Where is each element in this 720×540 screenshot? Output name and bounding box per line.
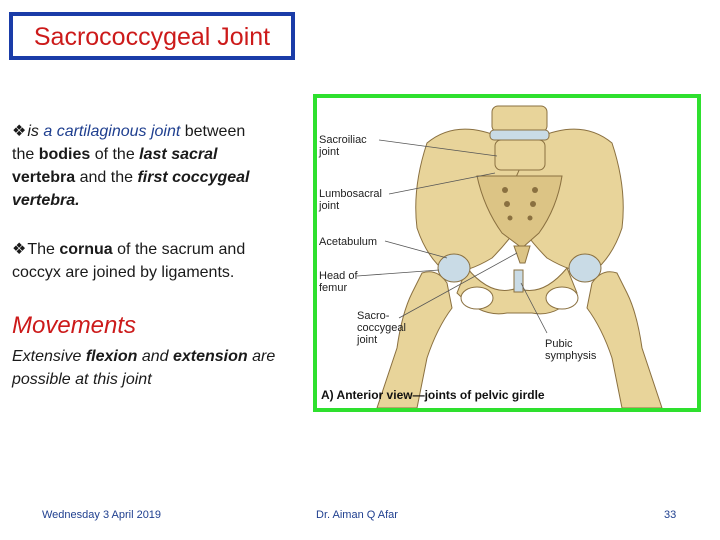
text-bold-italic: vertebra. bbox=[12, 192, 80, 209]
bullet-cornua: ❖The cornua of the sacrum and coccyx are… bbox=[12, 238, 310, 284]
movements-heading: Movements bbox=[12, 312, 137, 339]
text-span: is bbox=[27, 123, 44, 140]
label-lumbosacral-joint: Lumbosacral joint bbox=[319, 188, 382, 212]
text-span: possible at this joint bbox=[12, 371, 152, 388]
text-span: of the bbox=[90, 146, 140, 163]
label-sacrococcygeal-joint: Sacro- coccygeal joint bbox=[357, 310, 406, 346]
label-line: coccygeal bbox=[357, 322, 406, 334]
label-line: joint bbox=[357, 334, 378, 346]
text-bold: vertebra bbox=[12, 169, 76, 186]
right-obturator bbox=[545, 286, 579, 310]
label-line: femur bbox=[319, 282, 348, 294]
label-line: Head of bbox=[319, 270, 358, 282]
bullet-diamond-icon: ❖ bbox=[12, 241, 27, 258]
pubic-symphysis-disc bbox=[513, 269, 524, 293]
bullet-cartilaginous: ❖is a cartilaginous joint between the bo… bbox=[12, 120, 310, 212]
label-line: Sacroiliac bbox=[319, 134, 367, 146]
label-head-of-femur: Head of femur bbox=[319, 270, 358, 294]
sacrum bbox=[476, 175, 563, 249]
text-highlight: a cartilaginous joint bbox=[43, 123, 181, 140]
text-span: the bbox=[12, 146, 39, 163]
text-span: The bbox=[27, 241, 60, 258]
text-span: and the bbox=[75, 169, 138, 186]
left-obturator bbox=[460, 286, 494, 310]
text-span: between bbox=[180, 123, 246, 140]
text-bold-italic: extension bbox=[172, 348, 248, 365]
text-span: of the sacrum and bbox=[112, 241, 246, 258]
intervertebral-disc bbox=[489, 129, 550, 141]
movements-text: Extensive flexion and extension are poss… bbox=[12, 345, 310, 391]
label-line: Lumbosacral bbox=[319, 188, 382, 200]
slide-title: Sacrococcygeal Joint bbox=[33, 23, 271, 51]
text-span: are bbox=[247, 348, 276, 365]
text-bold-italic: flexion bbox=[85, 348, 138, 365]
figure-caption: A) Anterior view—joints of pelvic girdle bbox=[321, 388, 545, 402]
lumbar-vertebra bbox=[491, 105, 548, 133]
label-pubic-symphysis: Pubic symphysis bbox=[545, 338, 596, 362]
bullet-diamond-icon: ❖ bbox=[12, 123, 27, 140]
text-bold: bodies bbox=[38, 146, 91, 163]
footer-date: Wednesday 3 April 2019 bbox=[42, 509, 162, 521]
label-acetabulum: Acetabulum bbox=[319, 236, 378, 248]
right-femur-head bbox=[568, 253, 602, 283]
footer-page-number: 33 bbox=[664, 509, 677, 521]
l5-vertebra bbox=[494, 139, 546, 171]
label-line: Sacro- bbox=[357, 310, 390, 322]
label-line: joint bbox=[319, 200, 340, 212]
text-span: coccyx are joined by ligaments. bbox=[12, 264, 235, 281]
footer-author: Dr. Aiman Q Afar bbox=[316, 509, 398, 521]
text-span: and bbox=[137, 348, 173, 365]
pelvic-girdle-figure: Sacroiliac joint Lumbosacral joint Aceta… bbox=[313, 94, 701, 412]
left-femur-head bbox=[437, 253, 471, 283]
right-femur bbox=[586, 271, 663, 408]
coccyx bbox=[513, 245, 531, 264]
label-line: joint bbox=[319, 146, 340, 158]
text-bold-italic: first coccygeal bbox=[137, 169, 250, 186]
text-span: Extensive bbox=[12, 348, 86, 365]
pelvis-illustration bbox=[356, 105, 663, 408]
text-bold: cornua bbox=[59, 241, 113, 258]
label-line: Pubic bbox=[545, 338, 573, 350]
title-box: Sacrococcygeal Joint bbox=[9, 12, 295, 60]
label-line: symphysis bbox=[545, 350, 597, 362]
text-bold-italic: last sacral bbox=[139, 146, 218, 163]
label-sacroiliac-joint: Sacroiliac joint bbox=[319, 134, 367, 158]
